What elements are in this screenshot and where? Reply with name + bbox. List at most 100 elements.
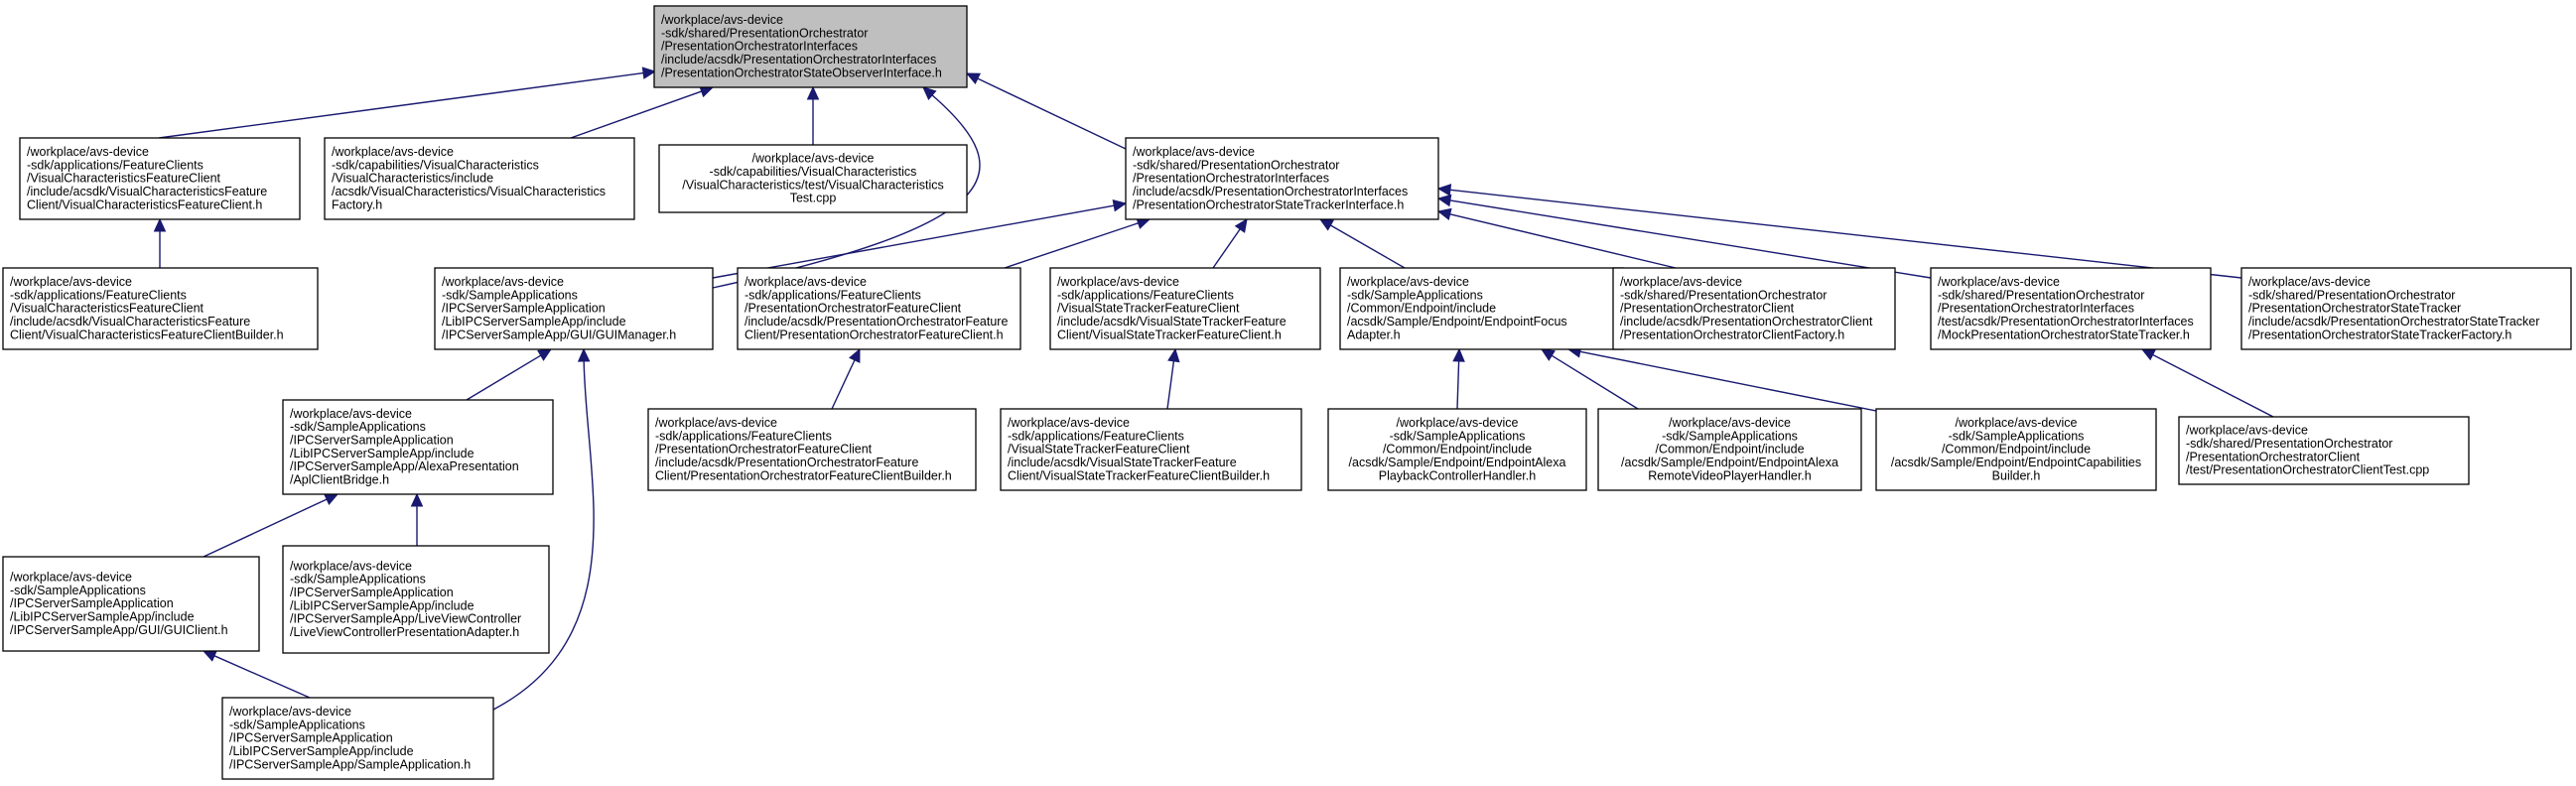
node-label-line: /Common/Endpoint/include <box>1347 302 1496 316</box>
node-label-line: /workplace/avs-device <box>2248 275 2371 289</box>
arrowhead <box>1112 199 1128 212</box>
edge-vstfc-to-stiface <box>1212 218 1248 269</box>
node-guimanager[interactable]: /workplace/avs-device-sdk/SampleApplicat… <box>434 267 714 350</box>
node-label-line: -sdk/SampleApplications <box>290 420 426 434</box>
arrowhead <box>922 86 937 100</box>
node-box <box>282 399 554 495</box>
node-label-line: Client/PresentationOrchestratorFeatureCl… <box>745 328 1004 341</box>
node-trackerfactory[interactable]: /workplace/avs-device-sdk/shared/Present… <box>2240 267 2572 350</box>
node-label-line: -sdk/SampleApplications <box>442 288 578 302</box>
edge-mocktracker-to-stiface <box>1436 194 1932 279</box>
node-label-line: /workplace/avs-device <box>10 275 132 289</box>
node-remotevideo[interactable]: /workplace/avs-device-sdk/SampleApplicat… <box>1597 408 1862 491</box>
node-label-line: Adapter.h <box>1347 328 1401 341</box>
node-label-line: /IPCServerSampleApp/GUI/GUIManager.h <box>442 328 676 341</box>
node-vctest[interactable]: /workplace/avs-device-sdk/capabilities/V… <box>658 144 968 213</box>
arrowhead <box>202 650 217 662</box>
node-poclienttest[interactable]: /workplace/avs-device-sdk/shared/Present… <box>2178 416 2470 485</box>
node-capbuilder[interactable]: /workplace/avs-device-sdk/SampleApplicat… <box>1875 408 2157 491</box>
edge-poclienttest-to-mocktracker <box>2140 348 2274 418</box>
node-label-line: /LibIPCServerSampleApp/include <box>290 598 475 612</box>
node-label-line: -sdk/SampleApplications <box>290 573 426 587</box>
edge-line <box>466 354 542 401</box>
arrowhead <box>153 217 167 232</box>
node-label-line: -sdk/capabilities/VisualCharacteristics <box>332 158 539 172</box>
node-playbackhandler[interactable]: /workplace/avs-device-sdk/SampleApplicat… <box>1327 408 1587 491</box>
node-aplbridge[interactable]: /workplace/avs-device-sdk/SampleApplicat… <box>282 399 554 495</box>
node-label-line: -sdk/SampleApplications <box>1390 429 1526 443</box>
node-label-line: /LiveViewControllerPresentationAdapter.h <box>290 625 519 639</box>
arrowhead <box>577 347 591 362</box>
node-label-line: /IPCServerSampleApplication <box>290 586 454 599</box>
node-vcfc[interactable]: /workplace/avs-device-sdk/applications/F… <box>19 137 301 220</box>
node-label-line: -sdk/applications/FeatureClients <box>27 158 203 172</box>
arrowhead <box>806 85 820 100</box>
node-label-line: /include/acsdk/VisualCharacteristicsFeat… <box>27 185 267 198</box>
edge-line <box>203 498 328 558</box>
edge-trackerfactory-to-stiface <box>1436 184 2242 279</box>
node-pofcbuilder[interactable]: /workplace/avs-device-sdk/applications/F… <box>647 408 977 491</box>
node-label-line: /IPCServerSampleApp/GUI/GUIClient.h <box>10 623 228 637</box>
edge-vctest-to-root <box>806 85 820 145</box>
arrowhead <box>1167 347 1180 363</box>
node-label-line: -sdk/applications/FeatureClients <box>745 288 921 302</box>
node-label-line: /VisualCharacteristics/include <box>332 172 493 186</box>
node-liveview[interactable]: /workplace/avs-device-sdk/SampleApplicat… <box>282 545 550 654</box>
node-label-line: /VisualCharacteristics/test/VisualCharac… <box>682 178 944 192</box>
node-label-line: /workplace/avs-device <box>1620 275 1742 289</box>
edge-line <box>2152 353 2274 418</box>
node-box <box>2178 416 2470 485</box>
node-box <box>1612 267 1896 350</box>
node-label-line: Factory.h <box>332 197 382 211</box>
node-label-line: -sdk/SampleApplications <box>1662 429 1798 443</box>
edge-vcfcbuilder-to-vcfc <box>153 217 167 268</box>
node-vcfactory[interactable]: /workplace/avs-device-sdk/capabilities/V… <box>324 137 635 220</box>
node-label-line: /PresentationOrchestratorClient <box>2186 450 2361 463</box>
arrowhead <box>410 492 424 507</box>
node-guiclient[interactable]: /workplace/avs-device-sdk/SampleApplicat… <box>2 556 260 652</box>
node-label-line: -sdk/capabilities/VisualCharacteristics <box>710 165 917 179</box>
node-mocktracker[interactable]: /workplace/avs-device-sdk/shared/Present… <box>1930 267 2212 350</box>
arrowhead <box>1436 184 1452 196</box>
node-label-line: /LibIPCServerSampleApp/include <box>290 447 475 460</box>
edge-pofcbuilder-to-pofc <box>831 347 861 410</box>
node-focusadapter[interactable]: /workplace/avs-device-sdk/SampleApplicat… <box>1339 267 1624 350</box>
node-label-line: /LibIPCServerSampleApp/include <box>229 744 414 758</box>
node-label-line: /include/acsdk/PresentationOrchestratorC… <box>1620 315 1873 328</box>
edge-remotevideo-to-focusadapter <box>1540 348 1639 410</box>
node-box <box>1339 267 1624 350</box>
node-vstfc[interactable]: /workplace/avs-device-sdk/applications/F… <box>1049 267 1321 350</box>
node-label-line: /include/acsdk/PresentationOrchestratorI… <box>1133 185 1408 198</box>
node-sampleapp[interactable]: /workplace/avs-device-sdk/SampleApplicat… <box>221 697 494 780</box>
node-label-line: /workplace/avs-device <box>27 145 149 159</box>
node-root[interactable]: /workplace/avs-device-sdk/shared/Present… <box>653 5 968 88</box>
node-label-line: /include/acsdk/PresentationOrchestratorI… <box>661 53 936 66</box>
node-stiface[interactable]: /workplace/avs-device-sdk/shared/Present… <box>1125 137 1439 220</box>
node-label-line: /PresentationOrchestratorClientFactory.h <box>1620 328 1844 341</box>
node-pofc[interactable]: /workplace/avs-device-sdk/applications/F… <box>737 267 1021 350</box>
node-label-line: /workplace/avs-device <box>229 705 351 719</box>
edge-line <box>1551 354 1639 410</box>
node-label-line: /PresentationOrchestratorInterfaces <box>661 40 858 54</box>
arrowhead <box>324 493 339 505</box>
node-box <box>434 267 714 350</box>
node-label-line: Client/VisualCharacteristicsFeatureClien… <box>27 197 262 211</box>
node-label-line: -sdk/SampleApplications <box>1949 429 2085 443</box>
node-vstfcbuilder[interactable]: /workplace/avs-device-sdk/applications/F… <box>1000 408 1302 491</box>
node-label-line: /IPCServerSampleApp/SampleApplication.h <box>229 757 471 771</box>
node-label-line: /PresentationOrchestratorFeatureClient <box>655 443 873 457</box>
node-label-line: Test.cpp <box>790 192 837 205</box>
node-poclientfactory[interactable]: /workplace/avs-device-sdk/shared/Present… <box>1612 267 1896 350</box>
node-label-line: /PresentationOrchestratorStateObserverIn… <box>661 66 942 79</box>
node-label-line: /IPCServerSampleApplication <box>290 434 454 448</box>
node-label-line: /LibIPCServerSampleApp/include <box>10 609 195 623</box>
node-vcfcbuilder[interactable]: /workplace/avs-device-sdk/applications/F… <box>2 267 319 350</box>
node-label-line: /workplace/avs-device <box>2186 424 2308 438</box>
node-label-line: /workplace/avs-device <box>332 145 454 159</box>
node-label-line: /workplace/avs-device <box>1133 145 1255 159</box>
node-box <box>2 556 260 652</box>
edge-line <box>831 359 856 410</box>
node-box <box>647 408 977 491</box>
edge-line <box>1004 222 1139 269</box>
